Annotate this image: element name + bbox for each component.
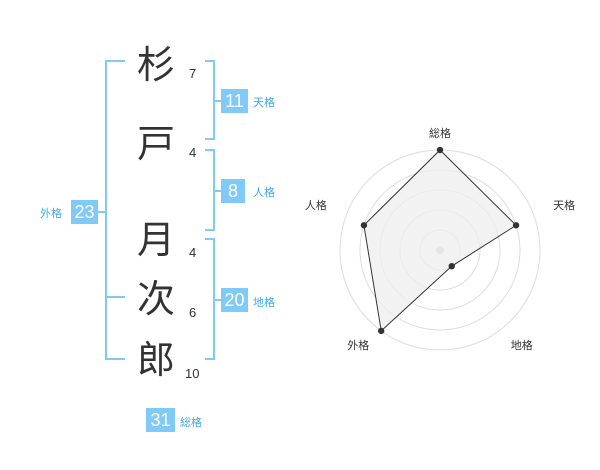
radar-data-area: [363, 149, 517, 332]
stroke-count-5: 10: [185, 366, 200, 381]
jinkaku-value: 8: [221, 179, 245, 203]
gaikaku-label: 外格: [40, 207, 62, 220]
gaikaku-value: 23: [71, 200, 98, 224]
radar-point-2: [512, 222, 520, 229]
radar-axis-label-2: 天格: [553, 198, 575, 212]
name-char-3: 月: [136, 218, 175, 262]
name-char-1: 杉: [136, 43, 175, 87]
radar-point-3: [448, 262, 455, 270]
stroke-count-1: 7: [189, 66, 197, 81]
stroke-count-3: 4: [189, 245, 197, 260]
soukaku-value: 31: [146, 408, 175, 432]
radar-axis-label-3: 地格: [511, 338, 533, 352]
chikaku-value: 20: [221, 288, 248, 312]
tenkaku-value: 11: [221, 89, 248, 113]
stroke-count-2: 4: [189, 145, 197, 160]
chikaku-label: 地格: [253, 296, 275, 309]
radar-point-4: [378, 327, 385, 335]
radar-axis-label-1: 総格: [429, 126, 451, 140]
gaikaku-bracket: [105, 60, 125, 360]
name-char-5: 郎: [136, 338, 175, 382]
soukaku-label: 総格: [180, 416, 202, 429]
name-char-2: 戸: [136, 122, 175, 166]
radar-point-1: [436, 146, 444, 154]
stroke-count-4: 6: [189, 305, 197, 320]
radar-axis-label-5: 人格: [305, 198, 327, 212]
radar-point-5: [360, 222, 368, 229]
jinkaku-label: 人格: [253, 186, 275, 199]
name-char-4: 次: [136, 277, 175, 321]
radar-axis-label-4: 外格: [347, 338, 369, 352]
tenkaku-label: 天格: [253, 96, 275, 109]
